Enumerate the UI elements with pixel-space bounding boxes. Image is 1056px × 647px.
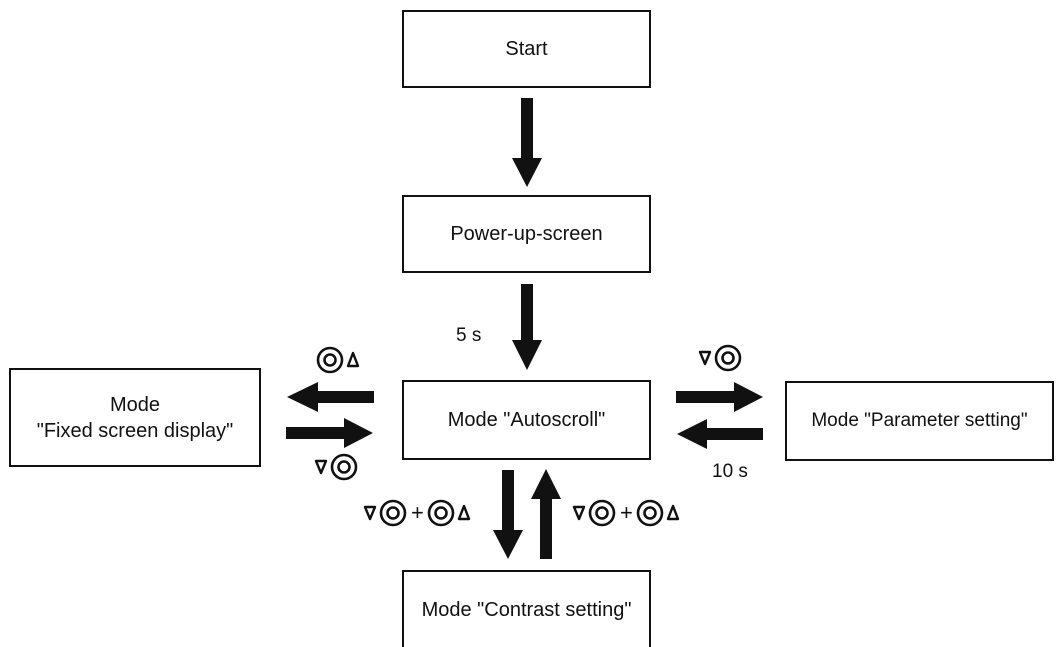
key-down-arrow-ok-icon (572, 499, 616, 527)
node-parameter-setting: Mode "Parameter setting" (785, 381, 1054, 461)
key-ok-up-arrow-icon (636, 499, 680, 527)
key-ok-up-arrow-icon (316, 346, 360, 374)
node-fixed-screen-display: Mode "Fixed screen display" (9, 368, 261, 467)
key-combo-from-fixed (313, 452, 359, 482)
arrow-autoscroll-to-contrast (493, 470, 523, 559)
arrow-start-to-powerup (512, 98, 542, 187)
key-down-arrow-ok-icon (314, 453, 358, 481)
parameter-timeout-label: 10 s (712, 461, 748, 482)
plus-sign: + (411, 500, 424, 525)
arrow-parameter-to-autoscroll (677, 419, 763, 449)
arrow-powerup-to-autoscroll (512, 284, 542, 370)
key-combo-to-fixed (316, 345, 360, 375)
power-up-delay-label: 5 s (456, 325, 482, 346)
key-ok-up-arrow-icon (427, 499, 471, 527)
arrow-contrast-to-autoscroll (531, 469, 561, 559)
node-autoscroll: Mode "Autoscroll" (402, 380, 651, 460)
node-power-up-screen: Power-up-screen (402, 195, 651, 273)
plus-sign: + (620, 500, 633, 525)
key-down-arrow-ok-icon (363, 499, 407, 527)
node-contrast-setting: Mode "Contrast setting" (402, 570, 651, 647)
key-combo-to-contrast: + (362, 498, 471, 528)
arrow-fixed-to-autoscroll (286, 418, 373, 448)
key-combo-to-parameter (697, 343, 743, 373)
key-down-arrow-ok-icon (698, 344, 742, 372)
key-combo-from-contrast: + (571, 498, 680, 528)
arrow-autoscroll-to-fixed (287, 382, 374, 412)
node-start: Start (402, 10, 651, 88)
arrow-autoscroll-to-parameter (676, 382, 763, 412)
